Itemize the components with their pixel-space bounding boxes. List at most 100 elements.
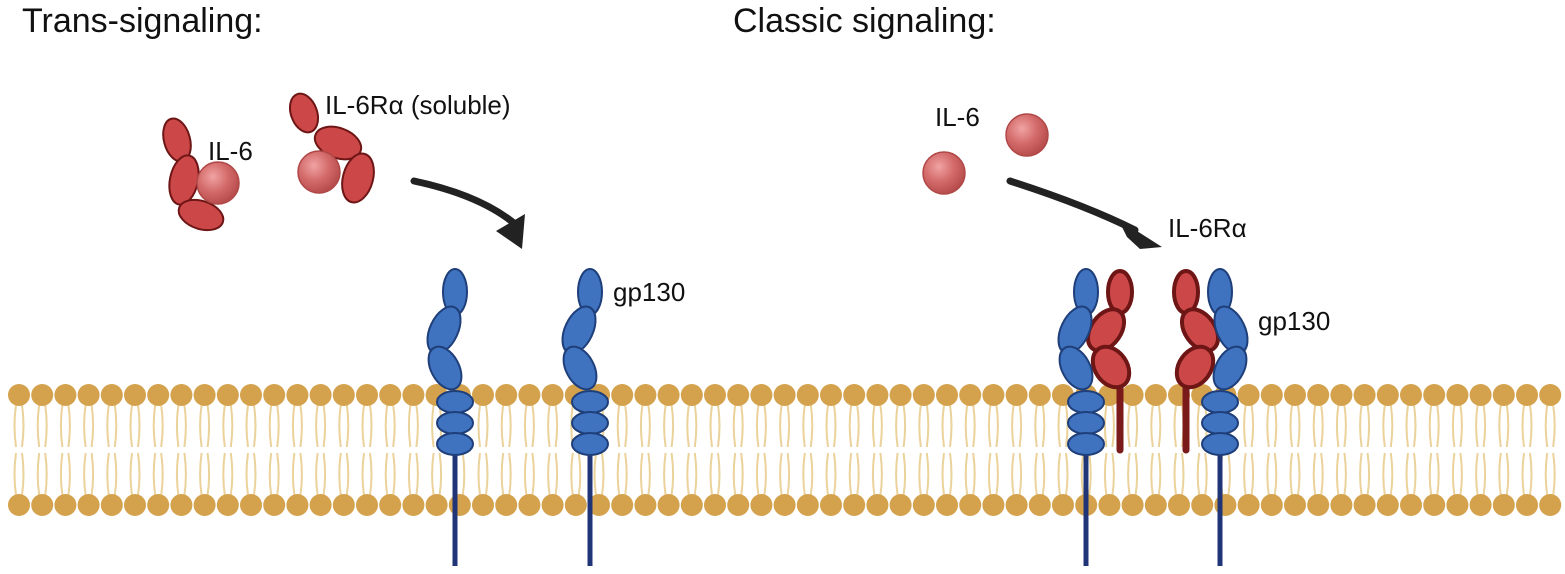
lipid-tail [384,452,389,496]
lipid-head [889,384,912,406]
lipid-tail [1529,452,1533,496]
lipid-head [866,384,889,406]
arrow-head [496,214,525,249]
lipid-head [611,494,634,516]
lipid-tail [1111,452,1115,496]
lipid-head [959,384,982,406]
lipid-tail [291,404,296,448]
lipid-head [1144,494,1167,516]
lipid-tail [1405,452,1409,496]
lipid-tail [941,404,945,448]
lipid-tail [856,404,860,448]
lipid-tail [67,404,71,448]
receptor-domain [341,152,375,204]
lipid-tail [639,452,644,496]
lipid-tail [1250,452,1255,496]
lipid-tail [1413,404,1417,448]
lipid-head [332,494,355,516]
lipid-head [8,494,30,516]
lipid-head [100,494,123,516]
lipid-tail [322,404,327,448]
lipid-tail [1436,452,1440,496]
gp130-domain [1201,432,1239,456]
lipid-tail [461,452,466,496]
lipid-tail [918,452,922,496]
lipid-tail [1041,404,1046,448]
lipid-tail [1366,404,1371,448]
lipid-tail [531,404,535,448]
lipid-tail [972,452,976,496]
lipid-tail [299,452,303,496]
lipid-tail [477,404,481,448]
lipid-tail [554,452,559,496]
lipid-tails-lower [13,452,1556,496]
lipid-tail [1498,404,1502,448]
il6-complex-trans [162,117,240,232]
lipid-tail [1018,452,1023,496]
lipid-head [1237,494,1260,516]
lipid-head [1353,494,1376,516]
lipid-tail [345,452,350,496]
lipid-tail [856,452,860,496]
lipid-tail [315,404,319,448]
lipid-tail [717,404,721,448]
il6-ball [1005,113,1049,157]
lipid-tail [925,452,930,496]
lipid-head [1330,494,1353,516]
lipid-tail [160,404,164,448]
lipid-head [820,384,842,406]
lipid-tail [1389,404,1394,448]
lipid-tail [1173,452,1177,496]
lipid-tail [1359,404,1363,448]
lipid-tail [1273,452,1278,496]
lipid-head [541,384,564,406]
lipid-tail [1196,452,1201,496]
lipid-head [379,384,402,406]
lipid-head [959,494,982,516]
lipid-tail [570,452,574,496]
lipid-tail [1080,452,1085,496]
receptor-domain [1085,307,1127,353]
lipid-tail [1227,452,1231,496]
gp130-domain [436,390,474,414]
lipid-tail [1359,452,1363,496]
lipid-head [240,494,262,516]
lipid-head [1260,384,1283,406]
lipid-tail [137,404,141,448]
lipid-head [170,384,193,406]
lipid-tail [253,404,257,448]
gp130-domain [436,411,474,435]
lipid-head [495,384,518,406]
lipid-tail [44,452,48,496]
lipid-tail [175,404,180,448]
lipid-tail [83,452,87,496]
gp130-domain [571,390,609,414]
lipid-head [820,494,842,516]
lipid-head [77,384,100,406]
lipid-tail [1366,452,1371,496]
lipid-head [1144,384,1167,406]
lipid-tail [686,452,690,496]
lipid-head [1028,494,1051,516]
lipid-tail [848,452,853,496]
lipid-head [402,384,425,406]
lipid-tail [1405,404,1409,448]
lipid-tail [245,452,249,496]
lipid-head [773,494,796,516]
lipid-tail [1382,452,1386,496]
lipid-tail [1521,452,1525,496]
lipid-tail [848,404,853,448]
lipid-head [263,494,286,516]
lipid-tail [1544,404,1549,448]
lipid-tail [1127,452,1131,496]
lipid-tail [36,452,41,496]
lipid-head [680,494,703,516]
lipid-tail [1335,452,1340,496]
lipid-tail [1382,404,1386,448]
lipid-head [657,494,680,516]
lipid-tail [129,404,133,448]
lipid-head [1191,494,1214,516]
lipid-head [1446,494,1469,516]
lipid-tail [941,452,945,496]
lipid-head [77,494,100,516]
